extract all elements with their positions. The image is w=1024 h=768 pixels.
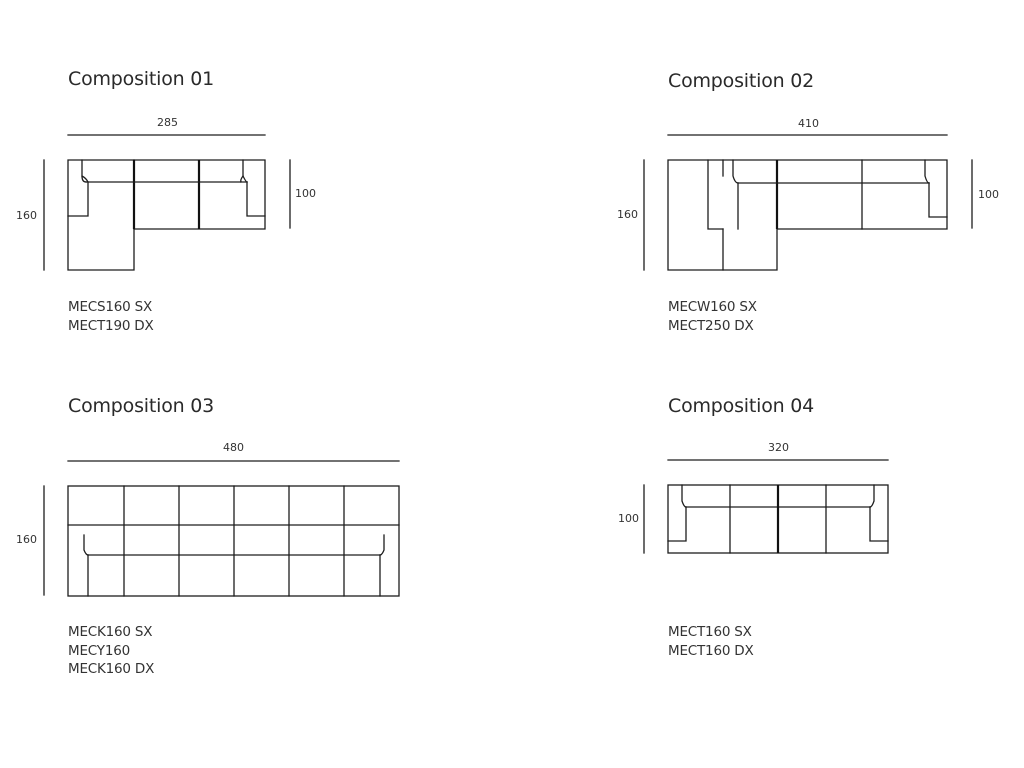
composition-03-width-label: 480 bbox=[223, 441, 244, 454]
product-code: MECT160 DX bbox=[668, 642, 754, 659]
product-code: MECT250 DX bbox=[668, 317, 754, 334]
product-code: MECK160 SX bbox=[68, 624, 153, 640]
sofa-plan bbox=[67, 485, 400, 597]
composition-01-title: Composition 01 bbox=[68, 68, 215, 90]
composition-01-depth-label: 160 bbox=[16, 209, 37, 222]
composition-04-title: Composition 04 bbox=[668, 395, 815, 417]
composition-01-codes: MECS160 SX MECT190 DX bbox=[68, 298, 154, 335]
composition-02-width-label: 410 bbox=[798, 117, 819, 130]
sofa-plan bbox=[667, 159, 948, 271]
composition-01-width-label: 285 bbox=[157, 116, 178, 129]
composition-02-drawing bbox=[643, 134, 973, 271]
product-code: MECW160 SX bbox=[668, 299, 757, 315]
composition-04-codes: MECT160 SX MECT160 DX bbox=[668, 623, 754, 660]
composition-02-title: Composition 02 bbox=[668, 70, 815, 92]
composition-02-seat-label: 100 bbox=[978, 188, 999, 201]
product-code: MECT160 SX bbox=[668, 624, 752, 640]
composition-04-drawing bbox=[643, 459, 889, 554]
composition-02-codes: MECW160 SX MECT250 DX bbox=[668, 298, 757, 335]
composition-03-depth-label: 160 bbox=[16, 533, 37, 546]
sofa-plan bbox=[67, 159, 266, 271]
product-code: MECY160 bbox=[68, 642, 130, 659]
composition-01-drawing bbox=[43, 134, 291, 271]
composition-04-depth-label: 100 bbox=[618, 512, 639, 525]
composition-03-title: Composition 03 bbox=[68, 395, 215, 417]
composition-03-drawing bbox=[43, 460, 400, 597]
product-code: MECT190 DX bbox=[68, 317, 154, 334]
sofa-plan bbox=[667, 484, 889, 554]
composition-02-depth-label: 160 bbox=[617, 208, 638, 221]
product-code: MECS160 SX bbox=[68, 299, 153, 315]
composition-01-seat-label: 100 bbox=[295, 187, 316, 200]
product-code: MECK160 DX bbox=[68, 661, 155, 677]
composition-04-width-label: 320 bbox=[768, 441, 789, 454]
composition-03-codes: MECK160 SX MECY160 MECK160 DX bbox=[68, 623, 154, 679]
